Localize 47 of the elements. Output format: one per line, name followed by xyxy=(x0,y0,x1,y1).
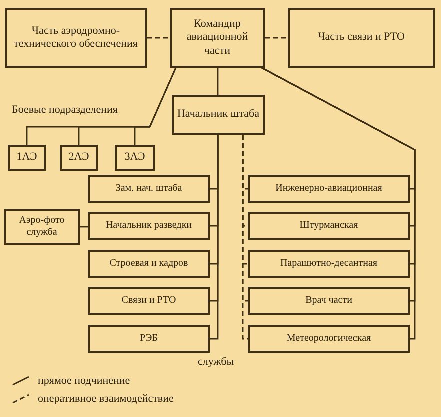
unit-box xyxy=(5,8,147,68)
unit-name: Часть связи и РТО xyxy=(318,31,405,45)
connector-line xyxy=(217,68,219,95)
unit-box xyxy=(88,325,210,353)
unit-name: Начальник штаба xyxy=(177,108,260,122)
unit-box xyxy=(248,287,410,315)
unit-box xyxy=(248,250,410,278)
unit-box xyxy=(288,8,435,68)
connector-line xyxy=(80,226,88,228)
unit-name: Начальник разведки xyxy=(106,220,192,232)
unit-name: РЭБ xyxy=(140,333,158,345)
connector-line xyxy=(134,68,177,145)
unit-name: Инженерно-авиационная xyxy=(276,183,382,195)
unit-box xyxy=(88,212,210,240)
connector-line xyxy=(242,135,248,340)
unit-name: Командир авиационной части xyxy=(186,18,250,58)
unit-box xyxy=(115,145,155,171)
group-label: службы xyxy=(198,356,234,368)
unit-name: 3АЭ xyxy=(124,151,146,165)
unit-box xyxy=(170,8,265,68)
unit-box xyxy=(4,209,80,245)
unit-box xyxy=(172,95,265,135)
unit-name: 1АЭ xyxy=(16,151,38,165)
unit-box xyxy=(88,175,210,203)
unit-box xyxy=(88,250,210,278)
unit-box xyxy=(60,145,98,171)
unit-box xyxy=(248,175,410,203)
unit-name: Связи и РТО xyxy=(122,295,176,307)
unit-name: Часть аэродромно-технического обеспечения xyxy=(13,24,139,52)
legend-text: прямое подчинение xyxy=(38,375,130,387)
unit-name: Аэро-фото служба xyxy=(18,215,66,239)
unit-name: Парашютно-десантная xyxy=(280,258,378,270)
group-label: Боевые подразделения xyxy=(12,104,118,116)
unit-name: Штурманская xyxy=(300,220,358,232)
unit-box xyxy=(88,287,210,315)
unit-name: Врач части xyxy=(306,295,352,307)
unit-name: Метеорологическая xyxy=(286,333,372,345)
unit-box xyxy=(248,325,410,353)
unit-name: Зам. нач. штаба xyxy=(116,183,182,195)
connector-line xyxy=(147,37,170,39)
unit-box xyxy=(8,145,46,171)
legend-text: оперативное взаимодействие xyxy=(38,393,174,405)
connector-line xyxy=(265,37,288,39)
unit-name: Строевая и кадров xyxy=(110,258,188,270)
connector-line xyxy=(210,135,219,340)
unit-box xyxy=(248,212,410,240)
unit-name: 2АЭ xyxy=(68,151,90,165)
